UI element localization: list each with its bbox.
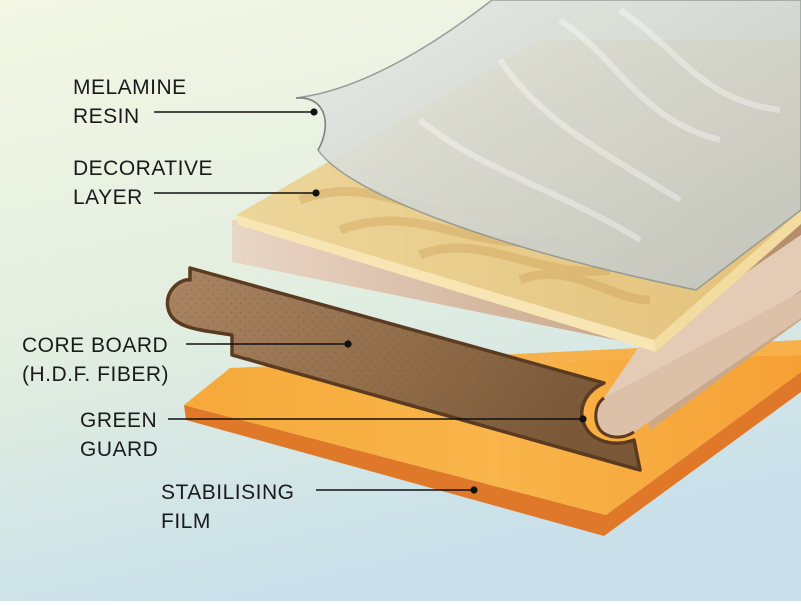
label-decorative-line1: DECORATIVE [73, 157, 213, 180]
label-decorative-line2: LAYER [73, 186, 143, 209]
leader-melamine [154, 108, 318, 116]
label-melamine-line1: MELAMINE [73, 76, 187, 99]
label-green-line1: GREEN [80, 409, 158, 432]
label-decorative-layer: DECORATIVE LAYER [73, 154, 213, 212]
label-green-guard: GREEN GUARD [80, 406, 158, 464]
label-core-line2: (H.D.F. FIBER) [22, 363, 169, 386]
label-stabilising-line2: FILM [161, 510, 211, 533]
leader-core [186, 340, 352, 348]
leader-decorative [154, 189, 320, 197]
label-core-line1: CORE BOARD [22, 334, 169, 357]
leader-green-guard [168, 415, 587, 423]
label-stabilising-line1: STABILISING [161, 481, 295, 504]
label-core-board: CORE BOARD (H.D.F. FIBER) [22, 331, 169, 389]
label-melamine-line2: RESIN [73, 105, 140, 128]
label-melamine-resin: MELAMINE RESIN [73, 73, 187, 131]
melamine-resin-layer [295, 0, 801, 291]
leader-stabilising [316, 486, 478, 494]
label-stabilising-film: STABILISING FILM [161, 478, 294, 536]
label-green-line2: GUARD [80, 438, 159, 461]
